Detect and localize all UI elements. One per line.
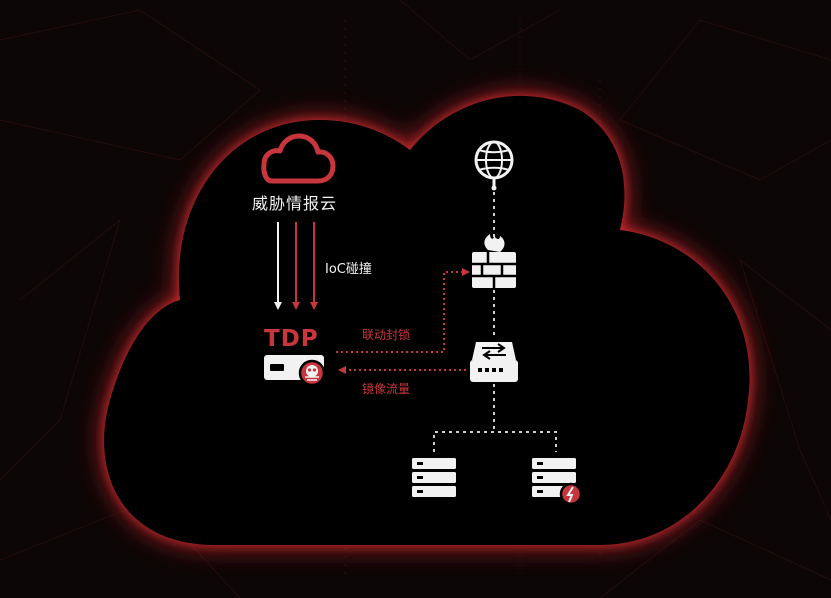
ioc-arrows <box>274 222 318 310</box>
ioc-collision-label: IoC碰撞 <box>325 262 372 277</box>
tdp-label: TDP <box>264 326 319 352</box>
tdp-device-icon <box>264 355 326 387</box>
switch-icon <box>470 342 518 382</box>
globe-icon <box>474 140 514 191</box>
linkage-block-label: 联动封锁 <box>362 328 411 342</box>
cloud-icon <box>261 133 336 184</box>
firewall-icon <box>472 234 516 288</box>
threat-intel-cloud-label: 威胁情报云 <box>252 194 338 213</box>
link-switch-servers <box>433 384 557 452</box>
cloud-shape <box>104 95 750 545</box>
infected-server-icon <box>532 458 583 506</box>
mirror-traffic-label: 镜像流量 <box>362 382 411 396</box>
server-icon <box>412 458 456 497</box>
